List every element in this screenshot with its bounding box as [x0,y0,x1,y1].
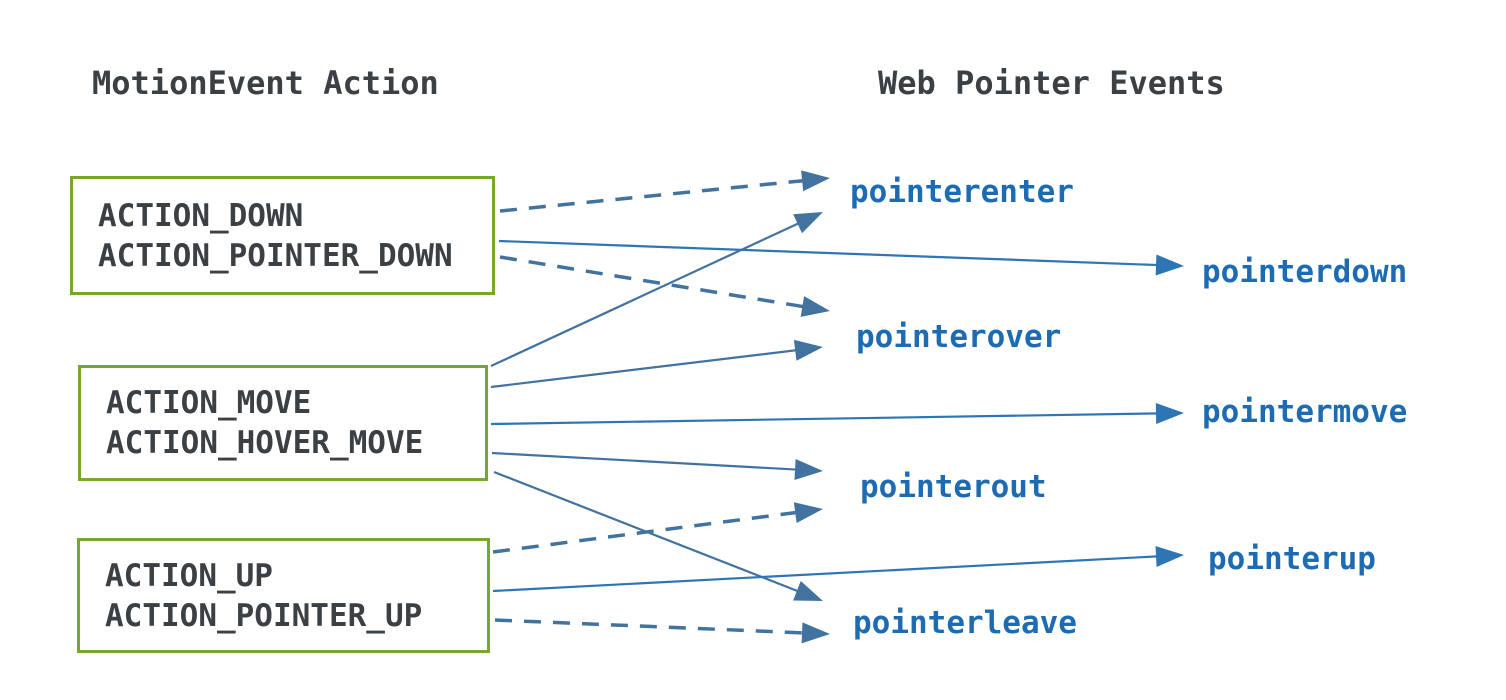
arrow-line [490,348,802,389]
motionevent-box-action-move: ACTION_MOVE ACTION_HOVER_MOVE [78,365,488,481]
arrow-head [1155,254,1184,276]
event-label-pointerenter: pointerenter [850,174,1074,210]
arrow-head [793,581,823,601]
arrow-line [492,510,802,554]
box-line: ACTION_MOVE [106,385,312,421]
arrow-action-up-to-pointerleave [494,618,830,644]
right-column-header: Web Pointer Events [878,64,1225,102]
arrow-line [490,220,804,367]
arrow-action-move-to-pointerout [491,451,823,480]
arrow-head [793,502,823,524]
box-line: ACTION_DOWN [98,197,304,234]
event-label-pointerover: pointerover [856,319,1062,355]
arrow-line [494,618,809,635]
event-label-pointerup: pointerup [1208,541,1376,577]
left-column-header: MotionEvent Action [92,64,439,102]
arrow-action-down-to-pointerdown [498,239,1184,276]
arrow-head [793,339,823,361]
arrow-action-move-to-pointermove [490,402,1184,426]
arrow-head [1155,402,1184,424]
arrow-head [793,212,823,234]
arrow-action-up-to-pointerup [492,545,1184,593]
arrow-action-move-to-pointerover [490,339,823,389]
arrow-line [499,255,809,310]
arrow-action-move-to-pointerenter [490,212,823,367]
event-label-pointerout: pointerout [860,469,1047,505]
arrow-line [490,412,1163,426]
arrow-head [800,296,830,317]
arrow-line [498,239,1163,267]
box-line: ACTION_POINTER_UP [105,597,423,634]
arrow-head [794,458,823,480]
arrow-head [801,622,830,644]
box-line: ACTION_HOVER_MOVE [106,425,424,461]
arrow-line [499,178,809,213]
arrow-action-up-to-pointerout [492,502,823,554]
event-label-pointerleave: pointerleave [853,605,1077,641]
arrow-head [1155,545,1184,567]
box-line: ACTION_UP [105,557,273,594]
event-label-pointerdown: pointerdown [1202,254,1408,290]
arrow-line [492,555,1163,593]
arrow-action-down-to-pointerover [499,255,830,317]
arrow-line [491,451,802,471]
event-label-pointermove: pointermove [1202,394,1408,430]
arrow-head [801,170,830,192]
box-line: ACTION_POINTER_DOWN [98,237,453,274]
arrow-action-down-to-pointerenter [499,170,830,213]
